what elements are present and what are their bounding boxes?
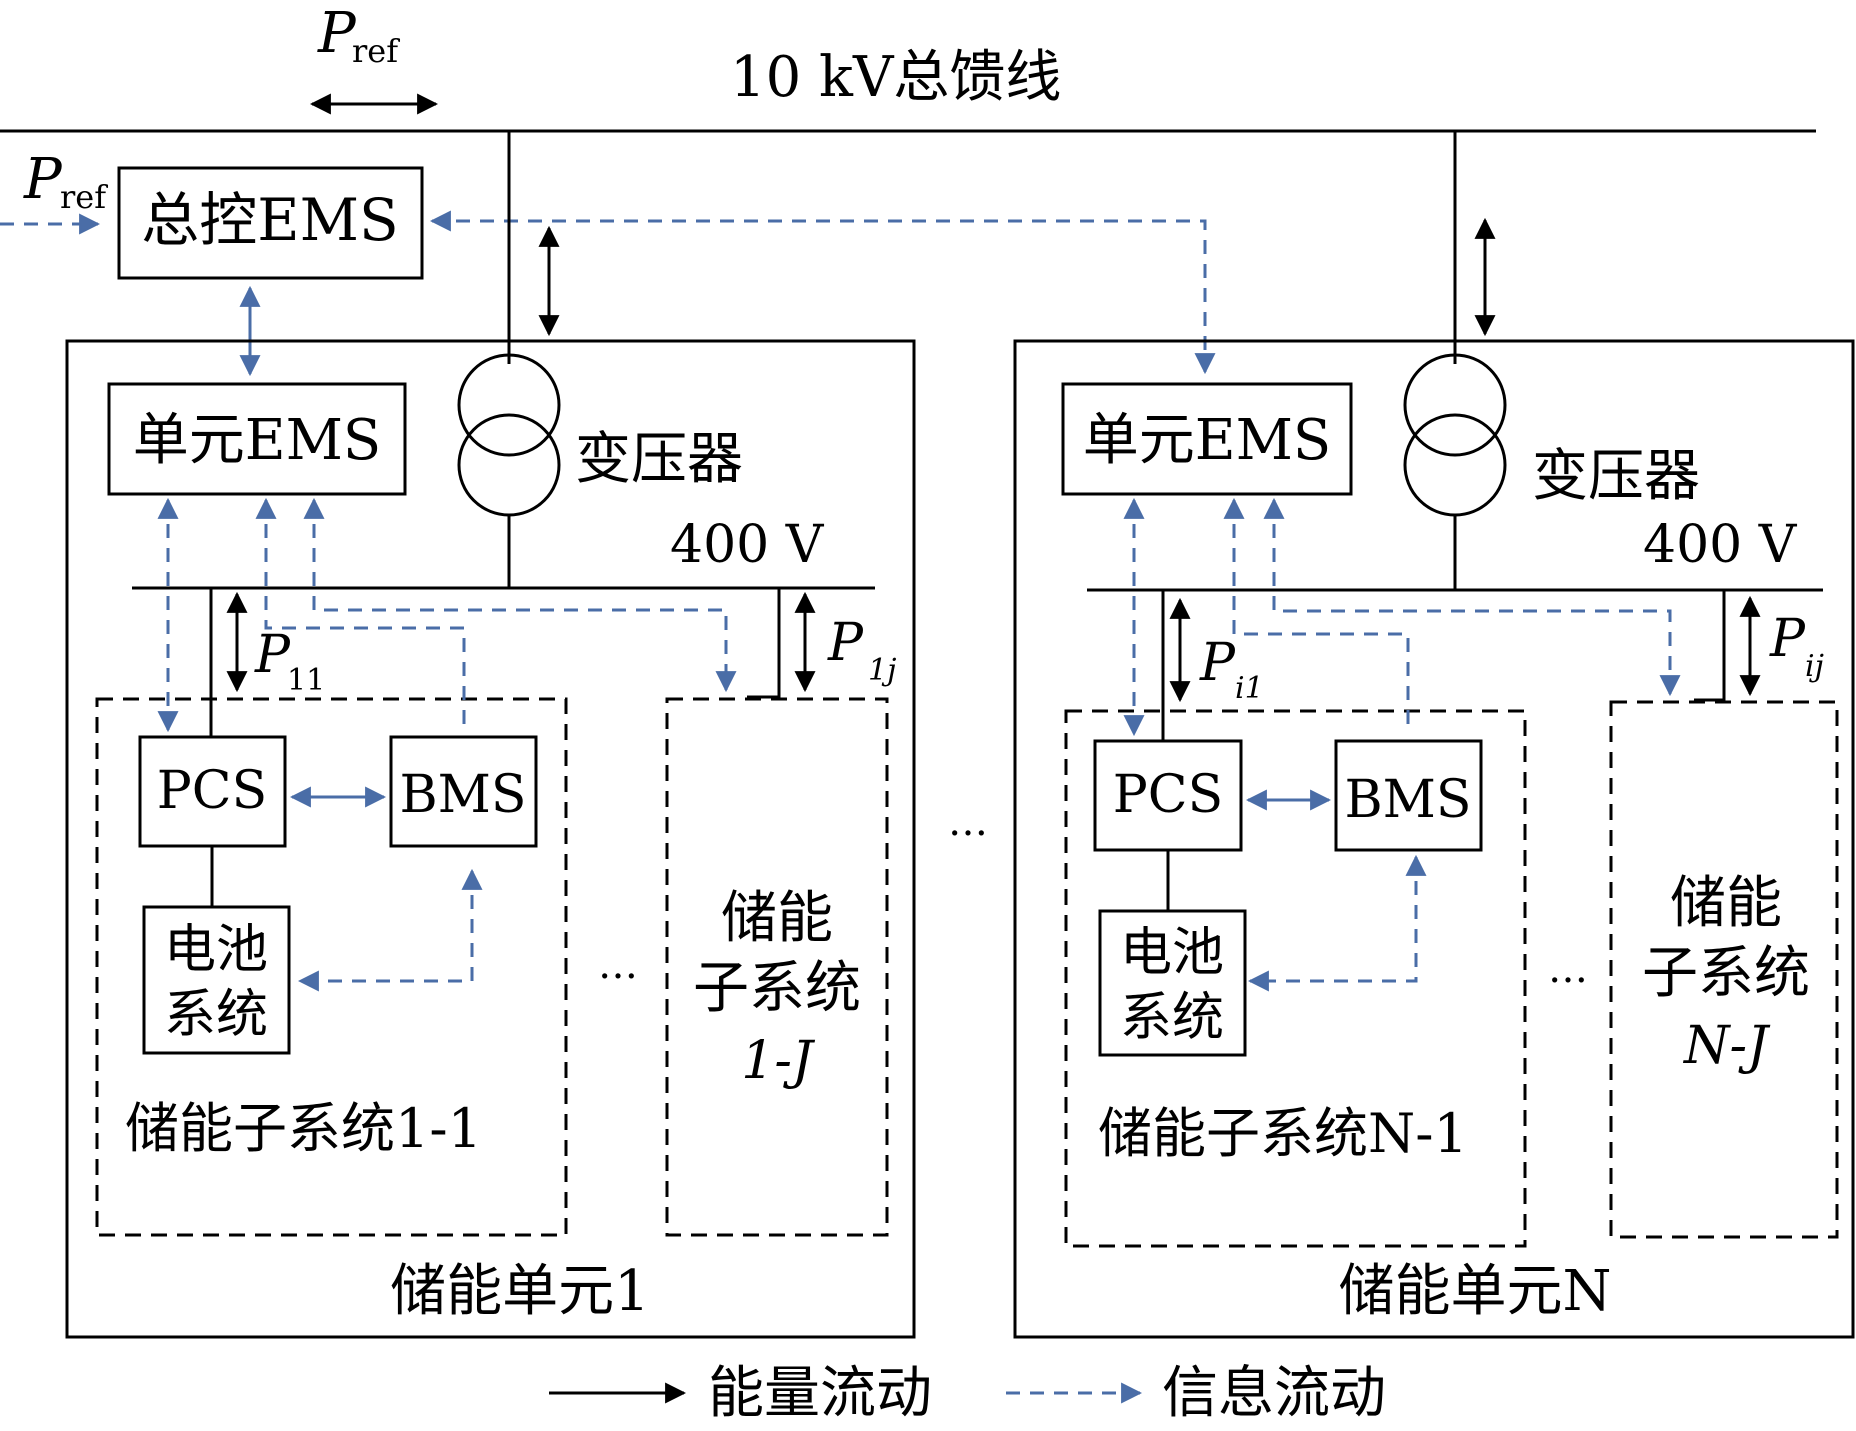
unit-1-p11-symbol: P (254, 625, 291, 685)
unit-1-battery-label-line1: 电池 (164, 920, 268, 980)
ems-input-pref-subscript: ref (60, 178, 108, 216)
unit-1-ems-label: 单元EMS (133, 408, 382, 473)
unit-1-subsystem-j-line1: 储能 (721, 886, 833, 951)
unit-n-pcs-box (1093, 739, 1243, 852)
unit-n-subsystem-j-line3: N-J (1682, 1016, 1771, 1076)
central-to-unitN-info (429, 210, 1216, 375)
unit-n-label: 储能单元N (1339, 1259, 1612, 1324)
unit-n-bms-label: BMS (1344, 770, 1471, 830)
unit-n-frame (1013, 339, 1855, 1339)
unit-1-p1j-symbol: P (827, 613, 864, 673)
unit-1-battery-box (142, 905, 291, 1055)
unit-1-bms-battery-info (297, 868, 483, 992)
unit-n-bms-box (1334, 739, 1483, 852)
central-ems-label: 总控EMS (141, 186, 398, 254)
legend-info-label: 信息流动 (1162, 1361, 1386, 1426)
bus-pref-symbol: P (317, 1, 357, 66)
unit-n-ems-subsystem-j-info (1263, 497, 1681, 697)
unit-1-p1j-subscript: 1j (868, 653, 896, 688)
units-ellipsis: … (948, 799, 988, 845)
unit-1-p11-subscript: 11 (287, 663, 325, 698)
unit-n-battery-box (1098, 909, 1247, 1057)
unit-1-bms-box (389, 735, 538, 848)
unit-1-label: 储能单元1 (390, 1259, 650, 1324)
unit-n-pi1-subscript: i1 (1235, 671, 1264, 706)
legend: 能量流动 信息流动 (549, 1361, 1386, 1426)
unit-1-ems-subsystem-j-info (303, 497, 737, 693)
unit-n-ems-box (1061, 382, 1353, 496)
unit-n-transformer-label: 变压器 (1532, 444, 1700, 509)
unit-n-pcs-label: PCS (1113, 765, 1223, 825)
unit-1-pcs-box (138, 735, 287, 848)
unit-1-transformer-coil-top (457, 353, 561, 457)
unit-1-battery-label-line2: 系统 (164, 985, 268, 1045)
unit-1-branch-j (747, 588, 781, 699)
unit-n-transformer-coil-bottom (1403, 413, 1507, 517)
unit-1-ems-box (107, 382, 407, 496)
unit-1-pcs-label: PCS (157, 761, 267, 821)
bus-label: 10 kV总馈线 (730, 45, 1061, 110)
ems-input-pref-symbol: P (23, 147, 63, 212)
unit-1-subsystem-j-line2: 子系统 (693, 956, 861, 1021)
unit-1-transformer-label: 变压器 (575, 427, 743, 492)
unit-1-transformer-coil-bottom (457, 413, 561, 517)
unit-n-subsystem-j-line2: 子系统 (1642, 941, 1810, 1006)
unit-n-ems-label: 单元EMS (1083, 408, 1332, 473)
storage-unit-1: 变压器 400 V 单元EMS P 11 P 1j PCS BMS 电池 系统 … (65, 131, 916, 1339)
unit-n-bms-battery-info (1247, 854, 1427, 992)
unit-n-subsystem-ellipsis: … (1548, 946, 1588, 992)
central-ems-box (117, 166, 424, 280)
unit-1-subsystem-j-frame (665, 697, 889, 1237)
unit-1-subsystem-1-label: 储能子系统1-1 (125, 1097, 482, 1160)
unit-n-pij-symbol: P (1769, 609, 1806, 669)
unit-1-voltage-label: 400 V (670, 515, 825, 575)
unit-n-subsystem-j-line1: 储能 (1670, 871, 1782, 936)
unit-n-pij-subscript: ij (1805, 649, 1824, 684)
unit-n-subsystem-1-frame (1064, 709, 1527, 1248)
unit-n-transformer-coil-top (1403, 353, 1507, 457)
unit-1-subsystem-ellipsis: … (598, 942, 638, 988)
unit-n-branch-j (1694, 590, 1726, 702)
unit-n-subsystem-1-label: 储能子系统N-1 (1098, 1102, 1468, 1165)
unit-n-voltage-label: 400 V (1643, 515, 1798, 575)
bus-pref-subscript: ref (352, 32, 400, 70)
legend-energy-label: 能量流动 (708, 1361, 932, 1426)
unit-1-bms-label: BMS (399, 765, 526, 825)
unit-1-frame (65, 339, 916, 1339)
unit-n-pi1-symbol: P (1199, 633, 1236, 693)
unit-n-battery-label-line2: 系统 (1120, 988, 1224, 1048)
storage-unit-n: 变压器 400 V 单元EMS P i1 P ij PCS BMS 电池 系统 … (1013, 131, 1855, 1339)
unit-n-subsystem-j-frame (1609, 700, 1839, 1239)
unit-1-subsystem-j-line3: 1-J (741, 1031, 816, 1091)
unit-1-subsystem-1-frame (95, 697, 568, 1237)
unit-n-battery-label-line1: 电池 (1120, 923, 1224, 983)
